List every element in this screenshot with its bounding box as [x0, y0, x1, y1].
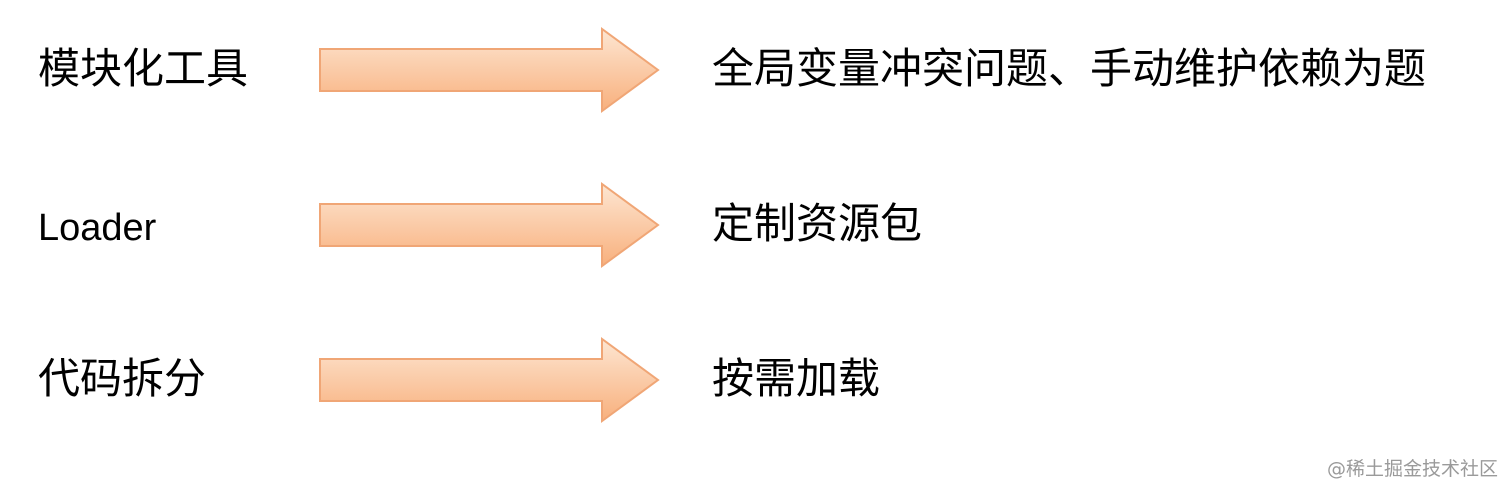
label-code-splitting: 代码拆分 [38, 354, 207, 403]
label-global-conflict: 全局变量冲突问题、手动维护依赖为题 [712, 44, 1427, 93]
label-loader: Loader [38, 207, 157, 249]
label-custom-bundle: 定制资源包 [712, 199, 923, 248]
mapping-row-code-splitting: 代码拆分 按需加载 [0, 335, 1512, 425]
mapping-row-loader: Loader 定制资源包 [0, 180, 1512, 270]
right-arrow-icon [319, 337, 660, 423]
label-modular-tools: 模块化工具 [38, 44, 249, 93]
label-on-demand-loading: 按需加载 [712, 354, 881, 403]
right-arrow-icon [319, 27, 660, 113]
right-arrow-icon [319, 182, 660, 268]
watermark: @稀土掘金技术社区 [1326, 458, 1498, 480]
mapping-row-modular-tools: 模块化工具 全局变量冲突问题、手动维护依赖为题 [0, 25, 1512, 115]
